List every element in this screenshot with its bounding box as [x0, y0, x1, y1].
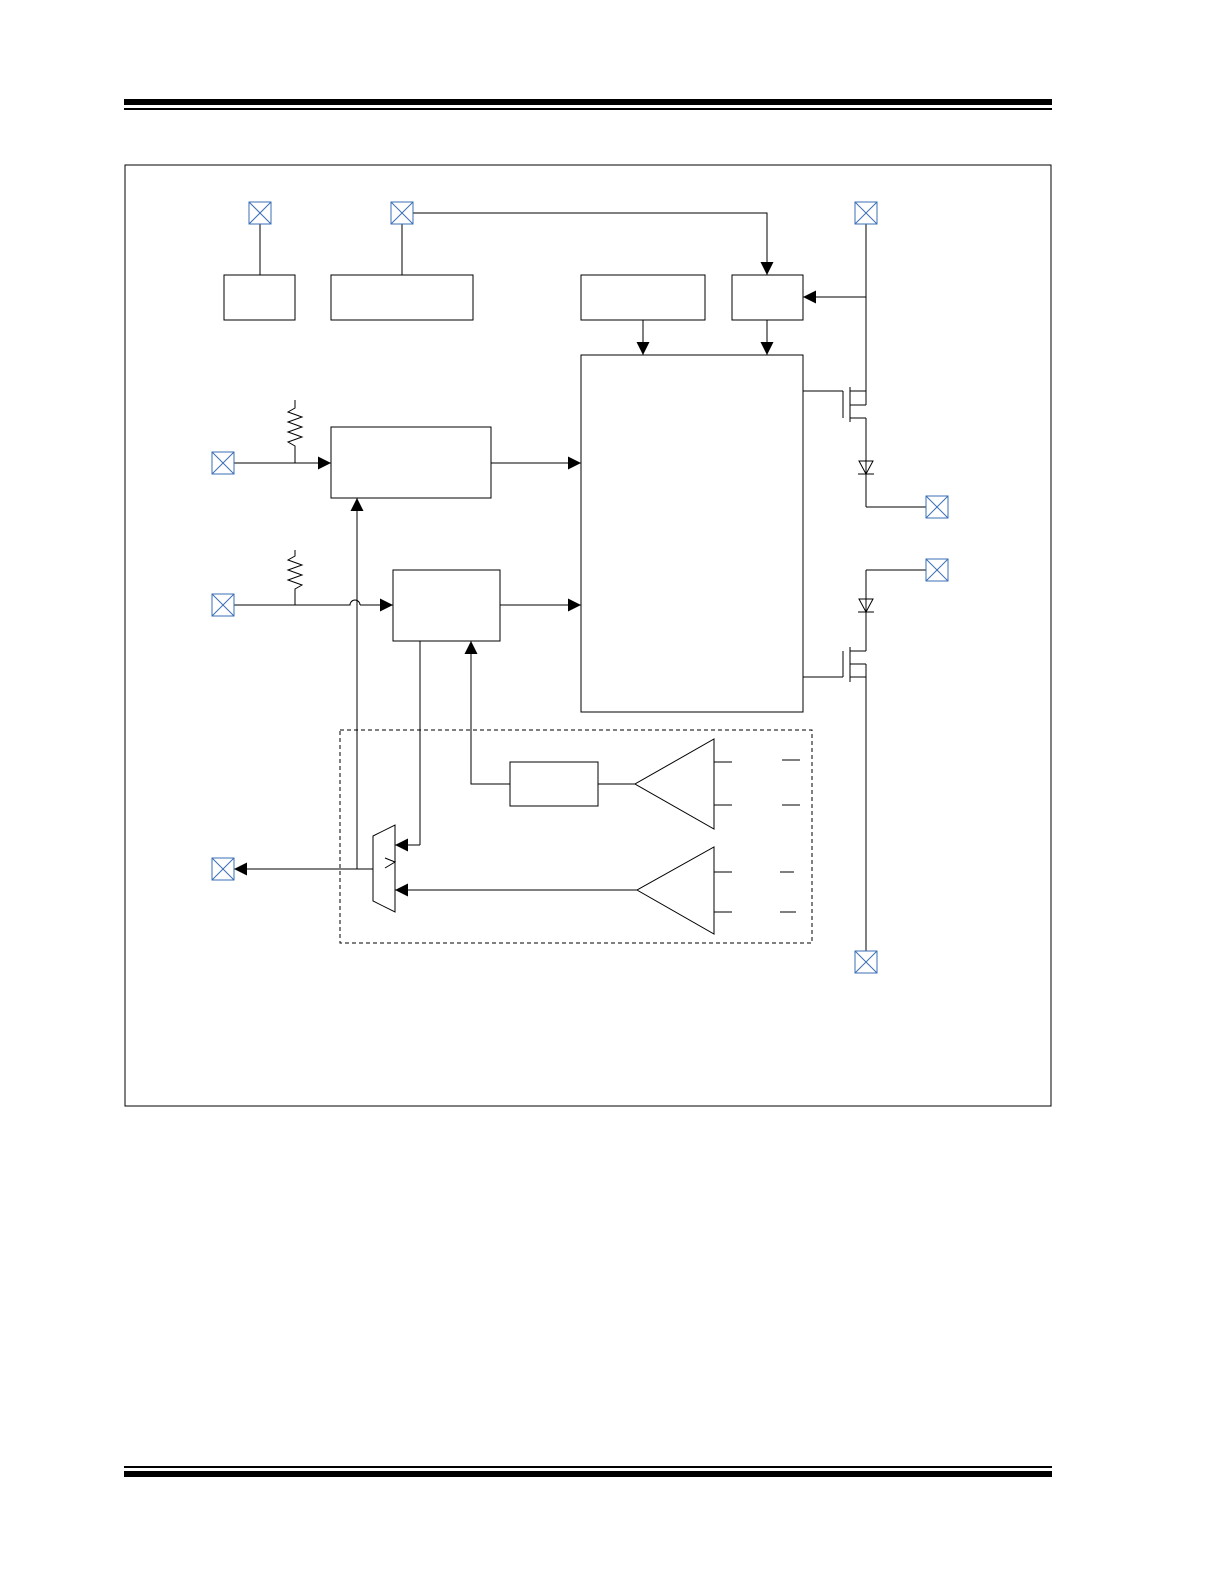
block-top-right [731, 274, 804, 321]
pin-input-1-pad [211, 451, 235, 475]
block-main-logic [580, 354, 804, 713]
block-top-middle [330, 274, 474, 321]
pin-top-middle-pad [390, 201, 414, 225]
pin-input-2-pad [211, 593, 235, 617]
diode-lower [858, 598, 874, 614]
amplifier-upper [633, 738, 715, 830]
header-rule-thin [124, 108, 1052, 110]
block-input-2 [392, 569, 501, 642]
pin-top-left-pad [248, 201, 272, 225]
block-input-1 [330, 426, 492, 499]
header-rule-thick [124, 99, 1052, 105]
pin-output-left-pad [211, 857, 235, 881]
pin-top-right-pad [854, 201, 878, 225]
multiplexer [372, 824, 396, 913]
wire-top-middle-to-block [412, 212, 774, 275]
amplifier-lower [635, 846, 715, 935]
multiplexer-notch [384, 857, 397, 869]
figure-frame [124, 164, 1052, 1107]
footer-rule-thick [124, 1471, 1052, 1477]
dashed-subsystem [339, 729, 813, 944]
pullup-resistor-1 [286, 400, 304, 463]
pin-output-right-upper-pad [925, 495, 949, 519]
wire-filter-to-block2 [464, 641, 510, 785]
pin-group [211, 201, 949, 974]
footer-rule-thin [124, 1466, 1052, 1468]
wire-input-2 [234, 599, 361, 606]
pin-output-right-lower-pad [925, 558, 949, 582]
pin-bottom-right-pad [854, 950, 878, 974]
pullup-resistor-2 [286, 550, 304, 605]
block-top-center [580, 274, 706, 321]
block-filter [509, 761, 599, 807]
diode-upper [858, 460, 874, 476]
block-top-left [223, 274, 296, 321]
